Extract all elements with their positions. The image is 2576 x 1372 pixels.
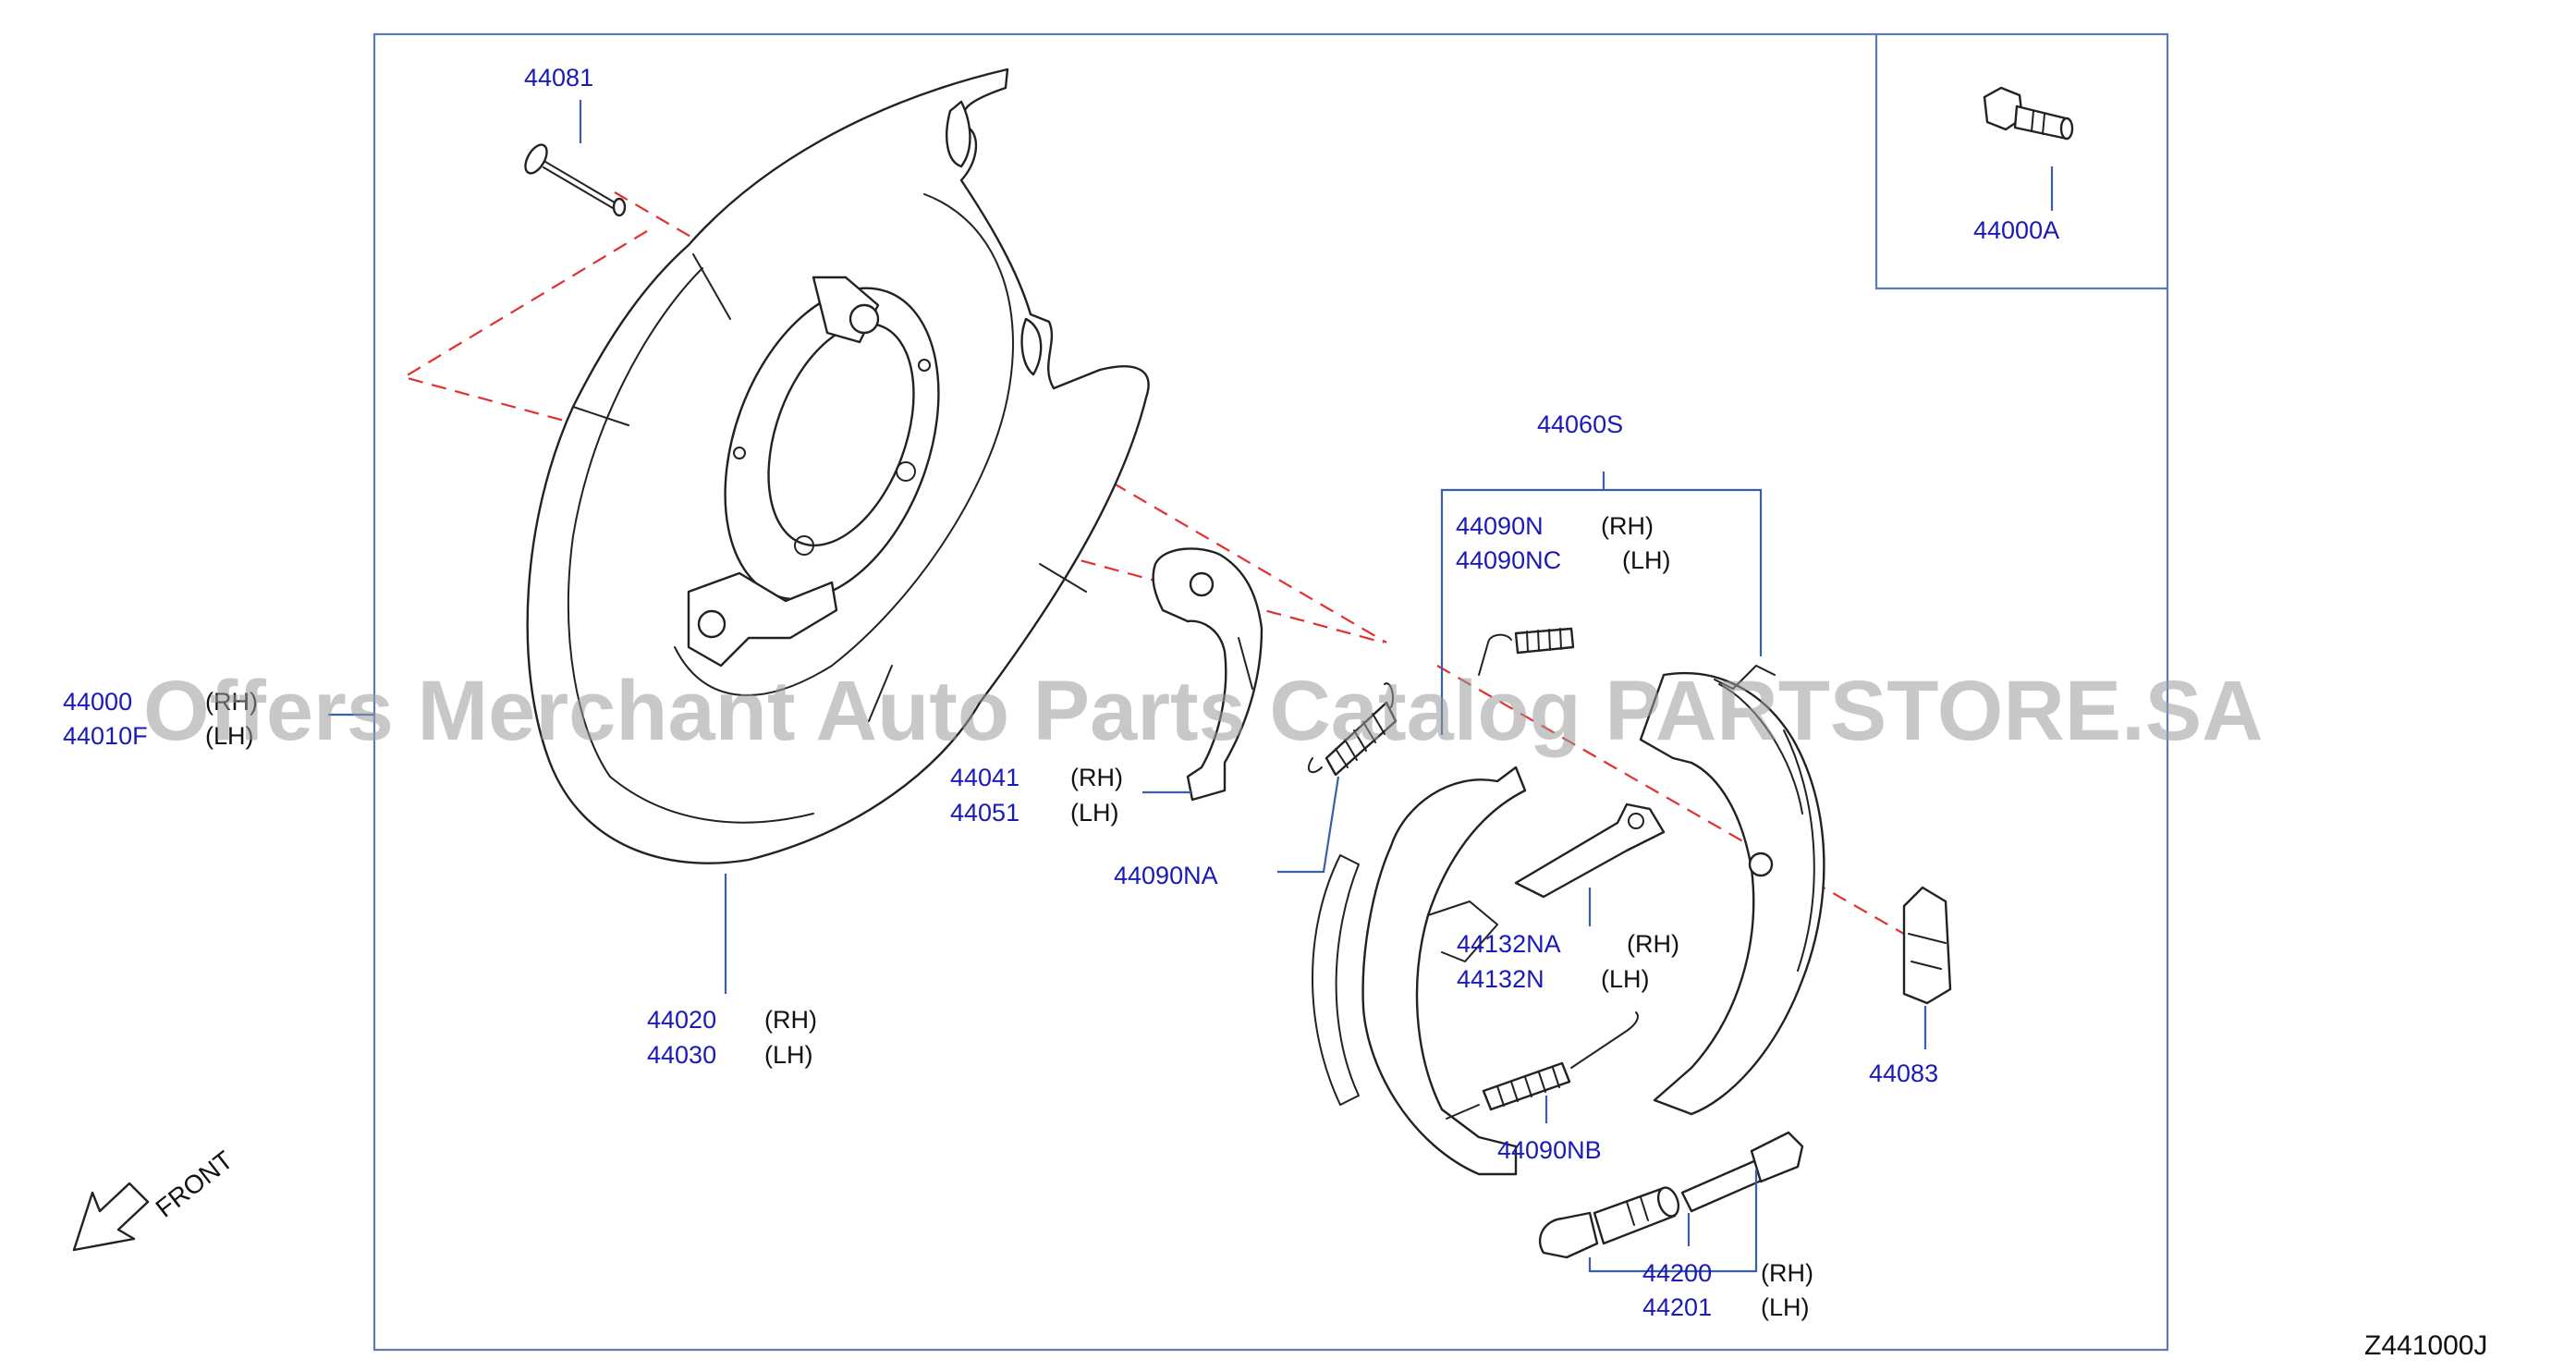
- brake-shoe-drawing: [1312, 665, 1825, 1176]
- callout-44000A-part[interactable]: 44000A: [1973, 216, 2059, 244]
- callout-backplate-part-lh[interactable]: 44030: [647, 1041, 716, 1069]
- callout-backplate-side-lh: (LH): [764, 1041, 813, 1069]
- callout-44083-part[interactable]: 44083: [1869, 1060, 1938, 1087]
- callout-spring-n-side-rh: (RH): [1601, 512, 1654, 540]
- callout-adjuster-side-lh: (LH): [1761, 1293, 1810, 1321]
- clip-44083-drawing: [1902, 886, 1952, 1005]
- callout-backplate-assy-part-lh[interactable]: 44010F: [63, 722, 148, 750]
- backing-plate-drawing: [526, 67, 1150, 864]
- callout-backplate-assy-part-rh[interactable]: 44000: [63, 688, 132, 716]
- callout-44060S-part[interactable]: 44060S: [1537, 410, 1623, 438]
- callout-strut-side-lh: (LH): [1601, 965, 1650, 993]
- callout-adjuster-part-lh[interactable]: 44201: [1642, 1293, 1712, 1321]
- bolt-44000A-drawing: [1983, 86, 2074, 141]
- callout-backplate-assy-side-rh: (RH): [205, 688, 258, 716]
- callout-lever-part-lh[interactable]: 44051: [950, 799, 1019, 827]
- front-arrow: FRONT: [72, 1145, 238, 1252]
- callout-spring-n-part-lh[interactable]: 44090NC: [1456, 546, 1561, 574]
- parking-lever-drawing: [1152, 547, 1264, 802]
- callout-spring-n-part-rh[interactable]: 44090N: [1456, 512, 1544, 540]
- callout-adjuster-side-rh: (RH): [1761, 1259, 1813, 1287]
- callout-lever-side-lh: (LH): [1070, 799, 1119, 827]
- adjuster-44200-drawing: [1538, 1131, 1804, 1259]
- pin-44081-drawing: [524, 143, 627, 217]
- front-label: FRONT: [151, 1145, 238, 1223]
- callout-44090NA-part[interactable]: 44090NA: [1114, 862, 1218, 889]
- callout-lever-part-rh[interactable]: 44041: [950, 764, 1019, 791]
- callout-44090NB-part[interactable]: 44090NB: [1497, 1136, 1602, 1164]
- leader-lines: [328, 100, 2054, 1273]
- alignment-axis-lower: [1436, 665, 1910, 937]
- spring-44090NB-drawing: [1446, 1011, 1639, 1120]
- figure-code: Z441000J: [2364, 1330, 2487, 1361]
- callout-backplate-assy-side-lh: (LH): [205, 722, 254, 750]
- callout-lever-side-rh: (RH): [1070, 764, 1123, 791]
- watermark-text: Offers Merchant Auto Parts Catalog PARTS…: [143, 664, 2264, 758]
- callout-44081-part[interactable]: 44081: [524, 64, 593, 92]
- spring-44090NA-drawing: [1307, 682, 1398, 777]
- spring-44090N-drawing: [1478, 627, 1575, 676]
- inset-frame: [1874, 34, 2167, 290]
- callout-spring-n-side-lh: (LH): [1622, 546, 1671, 574]
- callout-strut-part-lh[interactable]: 44132N: [1457, 965, 1544, 993]
- callout-backplate-part-rh[interactable]: 44020: [647, 1006, 716, 1034]
- callout-adjuster-part-rh[interactable]: 44200: [1642, 1259, 1712, 1287]
- callout-strut-part-rh[interactable]: 44132NA: [1457, 930, 1561, 958]
- callout-backplate-side-rh: (RH): [764, 1006, 817, 1034]
- callout-strut-side-rh: (RH): [1627, 930, 1679, 958]
- diagram-frame: [372, 32, 2169, 1352]
- strut-44132-drawing: [1514, 802, 1666, 899]
